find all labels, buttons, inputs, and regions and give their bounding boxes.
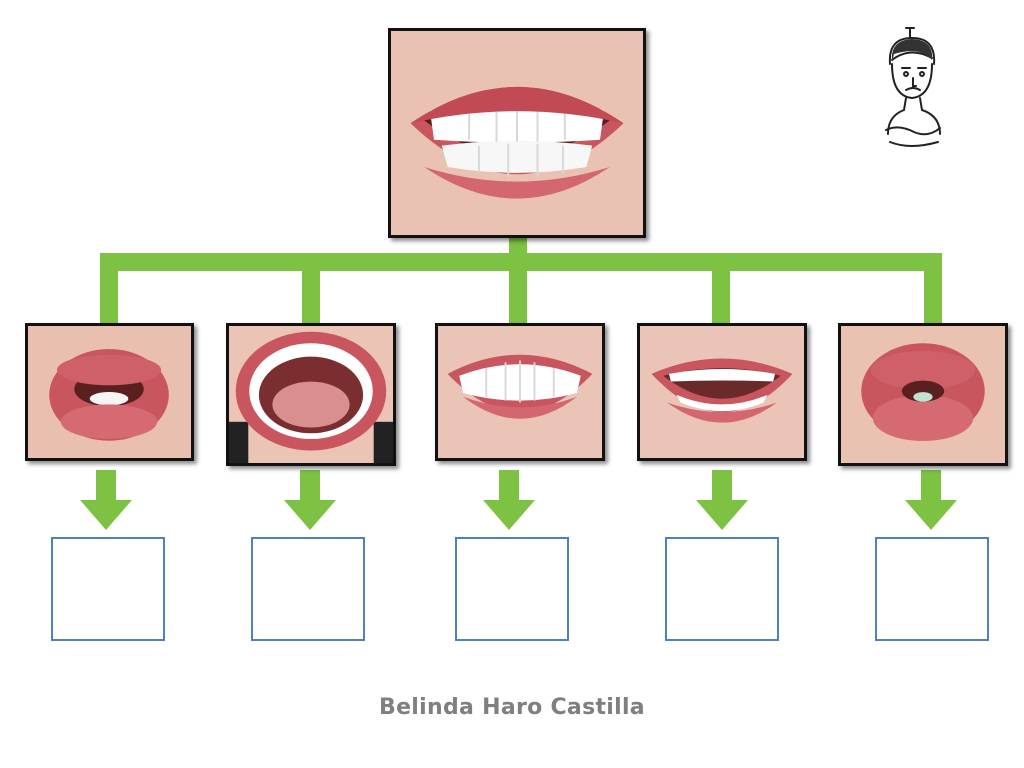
rounded-open-lips-photo <box>25 323 194 461</box>
connector-branch-4 <box>712 253 730 325</box>
down-arrow-icon <box>905 470 957 530</box>
connector-branch-2 <box>302 253 320 325</box>
thinking-character-icon <box>885 27 941 147</box>
answer-box[interactable] <box>455 537 569 641</box>
answer-box[interactable] <box>875 537 989 641</box>
smile-teeth-together-photo <box>388 28 646 238</box>
slightly-open-smile-photo <box>637 323 807 461</box>
wide-smile-photo <box>435 323 605 461</box>
pursed-lips-photo <box>838 323 1008 466</box>
answer-box[interactable] <box>665 537 779 641</box>
answer-box[interactable] <box>251 537 365 641</box>
author-name: Belinda Haro Castilla <box>379 695 645 720</box>
down-arrow-icon <box>696 470 748 530</box>
wide-open-mouth-photo <box>226 323 396 466</box>
down-arrow-icon <box>483 470 535 530</box>
connector-branch-1 <box>100 253 118 325</box>
answer-box[interactable] <box>51 537 165 641</box>
connector-branch-3 <box>509 253 527 325</box>
connector-branch-5 <box>924 253 942 325</box>
down-arrow-icon <box>80 470 132 530</box>
down-arrow-icon <box>284 470 336 530</box>
